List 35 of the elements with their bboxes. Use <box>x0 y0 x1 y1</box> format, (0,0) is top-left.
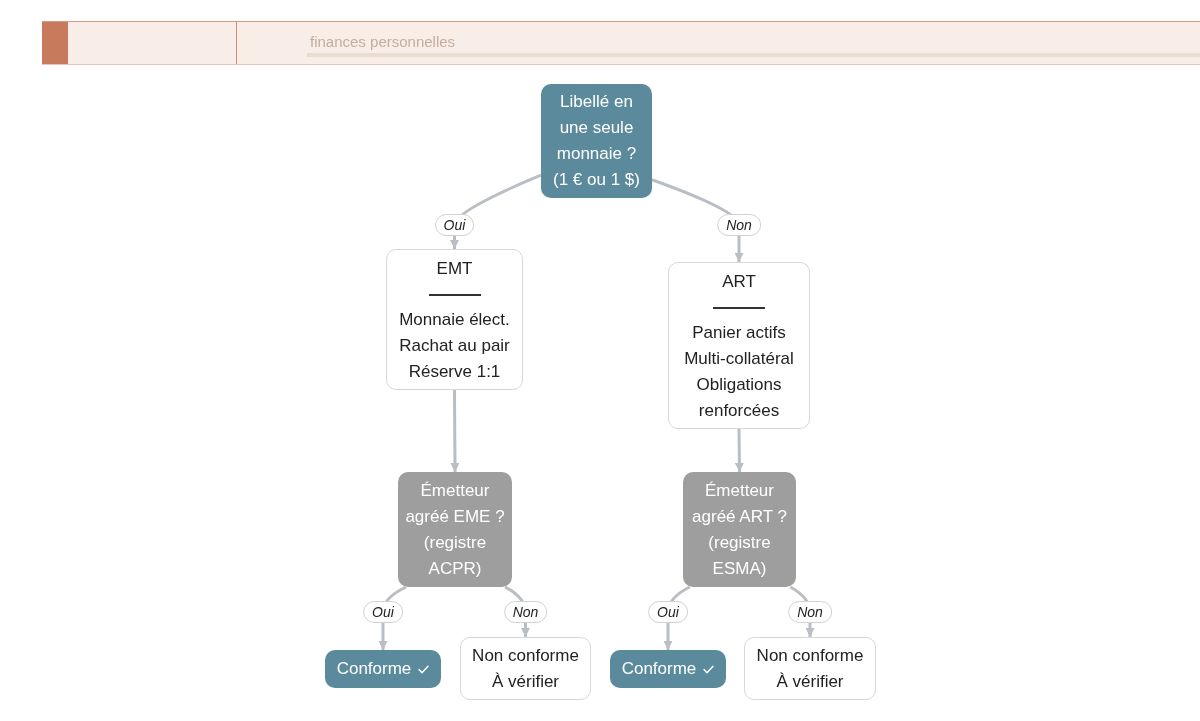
decision-box <box>683 472 796 587</box>
edge-label: Non <box>717 214 761 236</box>
result-box <box>744 637 876 700</box>
node-text: Réserve 1:1 <box>408 361 501 383</box>
node-text: Non conforme <box>756 644 864 667</box>
node-text: À vérifier <box>776 670 844 693</box>
edge-label: Oui <box>434 214 475 236</box>
card-heading: EMT <box>436 258 473 280</box>
node-text: Monnaie élect. <box>399 309 510 331</box>
category-card <box>668 262 810 429</box>
node-text: Non conforme <box>472 644 579 667</box>
node-text: Émetteur agréé ART ? (registre ESMA) <box>691 479 788 580</box>
node-text: Panier actifs <box>692 322 786 344</box>
node-text: À vérifier <box>491 670 560 693</box>
node-text: Multi-collatéral <box>684 348 794 370</box>
category-card <box>386 249 523 390</box>
connector-arrow <box>450 390 460 472</box>
tagline-text: finances personnelles <box>310 33 456 51</box>
edge-label: Non <box>788 601 832 623</box>
connector-arrow <box>734 429 744 472</box>
node-text: Obligations renforcées <box>695 374 783 422</box>
decision-box <box>541 84 652 198</box>
edge-label: Oui <box>363 601 403 623</box>
node-text: Émetteur agréé EME ? (registre ACPR) <box>404 479 506 580</box>
node-text: Conforme <box>336 658 412 680</box>
card-heading: ART <box>722 271 756 293</box>
decision-box <box>398 472 512 587</box>
result-box <box>460 637 591 700</box>
edge-label: Oui <box>648 601 688 623</box>
node-text: Rachat au pair <box>399 335 510 357</box>
result-box <box>325 650 441 688</box>
node-text: Libellé en une seule monnaie ? (1 € ou 1 $) <box>552 91 641 191</box>
edge-label: Non <box>503 601 548 623</box>
node-text: Conforme <box>621 658 697 680</box>
result-box <box>610 650 726 688</box>
